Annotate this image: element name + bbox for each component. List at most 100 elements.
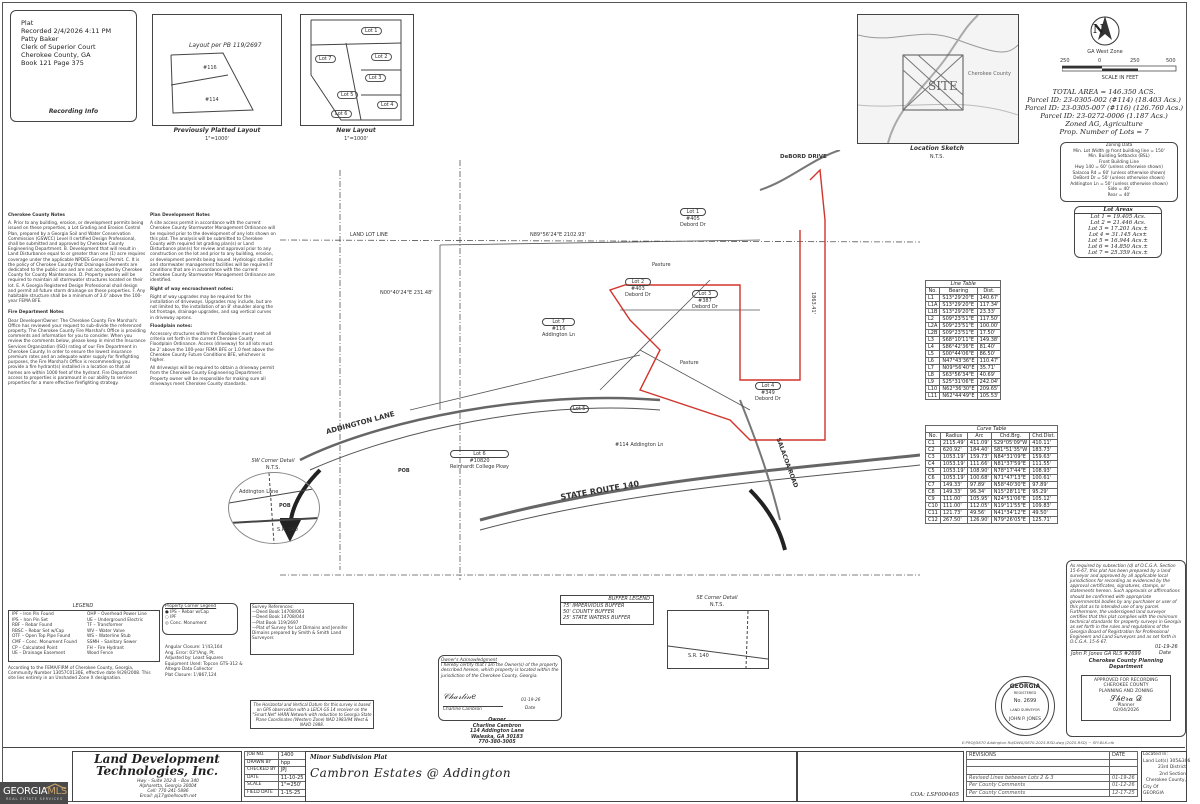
legend-item: IPS – Iron Pin Set <box>12 617 48 623</box>
owner-label: Owner <box>488 718 506 723</box>
scale-bar: 250 0 250 500 SCALE IN FEET <box>1060 58 1180 88</box>
table-cell: L2B <box>924 329 941 337</box>
notes-title: Plan Development Notes <box>150 213 210 218</box>
table-cell: S09°23'51"E <box>939 329 978 337</box>
pob-label: POB <box>398 468 410 474</box>
table-cell: S29°05'09"W <box>990 439 1031 447</box>
table-cell: 105.53' <box>976 392 1002 400</box>
table-cell: N62°36'30"E <box>939 385 978 393</box>
detail-pob-label: POB <box>279 503 291 509</box>
table-cell: 111.66' <box>966 460 992 468</box>
notes-text: All driveways will be required to obtain… <box>150 366 275 387</box>
job-field-label: SCALE <box>244 781 279 790</box>
table-cell: 110.47' <box>976 357 1002 365</box>
zoning-line: Side = 40' <box>1107 187 1131 192</box>
sw-detail-scale: N.T.S. <box>265 465 281 471</box>
georgia-mls-logo: GEORGIAMLS REAL ESTATE SERVICES <box>0 782 68 804</box>
buffer-row: 50' COUNTY BUFFER <box>563 609 615 615</box>
survey-references: Survey References: —Deed Book 14708/063 … <box>250 603 354 655</box>
column-header: Bearing <box>939 287 978 295</box>
table-cell: N47°43'36"E <box>939 357 978 365</box>
se-corner-detail: S.R. 140 <box>667 610 769 669</box>
lot-area-row: Lot 6 = 14.850 Acs.± <box>1088 244 1148 250</box>
planning-department: Cherokee County Planning Department <box>1088 658 1164 670</box>
plan-development-notes: Plan Development Notes A site access per… <box>150 213 276 390</box>
revisions-table: REVISIONS DATE Revised Lines between Lot… <box>966 751 1138 797</box>
north-arrow-icon: N <box>1085 14 1125 48</box>
table-cell: 97.89' <box>1029 481 1059 489</box>
lot-label: Lot 1 <box>680 208 706 216</box>
lot-label: Lot 6 <box>331 110 352 118</box>
table-cell: 411.09' <box>966 439 992 447</box>
table-cell: L4 <box>924 343 941 351</box>
table-cell: L1B <box>924 308 941 316</box>
lot-street: Debord Dr <box>692 304 718 310</box>
lot-label: Lot 4 <box>755 382 781 390</box>
table-cell: 267.50' <box>939 516 968 524</box>
lot-area-row: Lot 4 = 31.145 Acs± <box>1088 232 1147 238</box>
parcel-label: #114 <box>205 97 219 103</box>
table-cell: C8 <box>925 488 941 496</box>
table-cell: 97.89' <box>966 481 992 489</box>
location-line: 23rd District <box>1158 765 1186 770</box>
scale-label: SCALE IN FEET <box>1101 75 1139 81</box>
recording-line: Plat <box>21 19 34 27</box>
recording-line: Book 121 Page 375 <box>21 59 84 67</box>
table-cell: 109.83' <box>1029 502 1059 510</box>
survey-ref-line: —Deed Book 14708/044 <box>252 615 305 621</box>
area-line: Prop. Number of Lots = 7 <box>1059 128 1149 136</box>
column-header: No. <box>924 287 941 295</box>
column-header: DATE <box>1109 751 1138 760</box>
stamp-line: CHEROKEE COUNTY <box>1103 683 1149 689</box>
table-cell: N62°44'49"E <box>939 392 978 400</box>
table-cell: 149.33' <box>939 488 968 496</box>
buffer-legend-title: BUFFER LEGEND <box>561 596 653 603</box>
table-cell: C10 <box>925 502 941 510</box>
lot-address: #403 <box>631 286 645 292</box>
legend-item: RBF – Rebar Found <box>12 623 53 629</box>
table-cell: 117.34' <box>976 301 1002 309</box>
revision-description: Per County Comments <box>966 788 1110 797</box>
job-field-label: JOB NO. <box>244 751 279 760</box>
surveyor-seal: GEORGIA REGISTERED No. 2699 LAND SURVEYO… <box>995 676 1055 736</box>
owner-line: Waleska, GA 30183 <box>471 734 523 740</box>
file-path: E:PROJ/5670 Addington Rd/DWG/5670-2025-R… <box>962 740 1115 745</box>
equipment-line: Angular Closure: 1'/43,164 <box>165 645 223 650</box>
column-header: REVISIONS <box>966 751 1110 760</box>
table-cell: S25°31'06"E <box>939 378 978 386</box>
area-line: Parcel ID: 23-0305-007 (#116) (126.760 A… <box>1025 104 1184 112</box>
county-label: Cherokee County <box>968 71 1012 77</box>
column-header: Dist. <box>976 287 1002 295</box>
table-cell: 159.63' <box>1029 453 1059 461</box>
bearing-label: N89°56'24"E 2102.93' <box>530 232 586 238</box>
notes-text: Accessory structures within the floodpla… <box>150 332 274 364</box>
table-cell: L10 <box>924 385 941 393</box>
table-cell: S86°42'36"E <box>939 343 978 351</box>
zoning-line: DeBord Dr = 50' (unless otherwise shown) <box>1073 176 1165 181</box>
notes-title: Fire Department Notes <box>8 310 64 316</box>
table-cell: C1 <box>925 439 941 447</box>
firm-address-line: Alpharetta, Georgia 30004 <box>139 784 197 789</box>
zoning-line: Min. Building Setbacks (BSL) <box>1088 154 1150 159</box>
table-cell: 117.50' <box>976 315 1002 323</box>
seal-text: GEORGIA <box>1009 683 1041 690</box>
revision-row <box>966 758 1138 767</box>
surveyor-date: 01-19-26 <box>1155 644 1178 650</box>
ack-title: Owner's Acknowledgment <box>441 658 498 663</box>
survey-ref-line: —Plat of Survey for Lot Dimains and Jenn… <box>252 625 348 642</box>
table-cell: 111.00' <box>939 495 968 503</box>
table-cell: N09°56'40"E <box>939 364 978 372</box>
table-cell: 100.68' <box>966 474 992 482</box>
recording-info-box: Plat Recorded 2/4/2026 4:11 PM Patty Bak… <box>10 10 137 122</box>
logo-wordmark: GEORGIAMLS <box>3 786 67 797</box>
